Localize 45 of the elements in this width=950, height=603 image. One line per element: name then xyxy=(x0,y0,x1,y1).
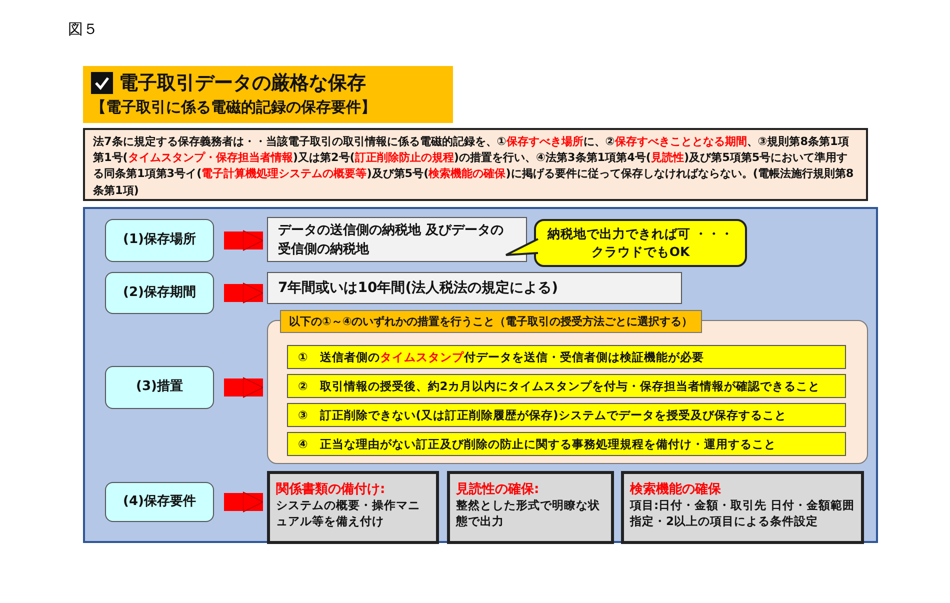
requirement-box xyxy=(447,471,614,544)
category-box xyxy=(105,482,214,522)
measure-text: 正当な理由がない訂正及び削除の防止に関する事務処理規程を備付け・運用すること xyxy=(320,436,776,452)
category-box xyxy=(105,366,214,409)
block-arrow xyxy=(224,282,264,304)
block-arrow xyxy=(224,492,264,512)
figure-label: 図５ xyxy=(68,20,98,39)
node-text: (3)措置 xyxy=(136,378,183,396)
measure-item xyxy=(287,345,846,369)
measure-item xyxy=(287,374,846,398)
requirements-panel xyxy=(83,207,878,543)
measure-item xyxy=(287,403,846,427)
measures-heading: 以下の①～④のいずれかの措置を行うこと（電子取引の授受方法ごとに選択する） xyxy=(280,310,702,333)
node-text: (4)保存要件 xyxy=(123,492,196,511)
item-number: ① xyxy=(298,350,308,364)
content-box xyxy=(267,217,527,262)
requirement-text: 整然とした形式で明瞭な状態で出力 xyxy=(456,498,601,530)
title-text: 電子取引データの厳格な保存 xyxy=(119,71,366,96)
requirement-box xyxy=(267,471,439,544)
measure-text: 送信者側のタイムスタンプ付データを送信・受信者側は検証機能が必要 xyxy=(320,350,704,364)
requirement-text: 項目:日付・金額・取引先 日付・金額範囲指定・2以上の項目による条件設定 xyxy=(630,498,855,530)
requirement-heading: 関係書類の備付け: xyxy=(276,481,386,498)
node-text: (2)保存期間 xyxy=(123,284,196,302)
measure-text: 訂正削除できない(又は訂正削除履歴が保存)システムでデータを授受及び保存すること xyxy=(320,408,786,422)
item-number: ④ xyxy=(298,437,308,451)
measure-item xyxy=(287,432,846,456)
category-box xyxy=(105,219,214,262)
item-number: ② xyxy=(298,379,308,393)
content-box xyxy=(267,272,682,304)
block-arrow xyxy=(224,377,264,398)
node-text: (1)保存場所 xyxy=(123,231,196,250)
node-text: 法7条に規定する保存義務者は・・当該電子取引の取引情報に係る電磁的記録を、①保存すべき場所に、②保存すべきこととなる期間、③規則第8条第1項第1号(タイムスタンプ・保存担当者情報)又は第2号(訂正削除防止の規程)の措置を行い、④法第3条第1項第4号(見読性)及び第5項第5号において準用する同条第1項第3号イ(電子計算機処理システムの概要等)及び第5号(検索機能の確保)に掲げる要件に従って保存しなければならない。(電帳法施行規則第8条第1項) xyxy=(93,134,855,199)
node-text: データの送信側の納税地 及びデータの受信側の納税地 xyxy=(278,222,505,259)
requirement-text: システムの概要・操作マニュアル等を備え付け xyxy=(276,498,421,530)
requirement-heading: 検索機能の確保 xyxy=(630,480,722,498)
category-box xyxy=(105,272,214,314)
requirement-box xyxy=(621,471,864,544)
node-text: 7年間或いは10年間(法人税法の規定による) xyxy=(278,278,560,298)
block-arrow xyxy=(224,230,264,251)
requirement-heading: 見読性の確保: xyxy=(456,481,540,498)
title-banner xyxy=(83,66,453,123)
item-number: ③ xyxy=(298,408,308,422)
subtitle-text: 【電子取引に係る電磁的記録の保存要件】 xyxy=(91,98,377,117)
measure-text: 取引情報の授受後、約2カ月以内にタイムスタンプを付与・保存担当者情報が確認できること xyxy=(320,378,820,394)
node-text: 納税地で出力できれば可 ・・・クラウドでもOK xyxy=(546,224,735,261)
